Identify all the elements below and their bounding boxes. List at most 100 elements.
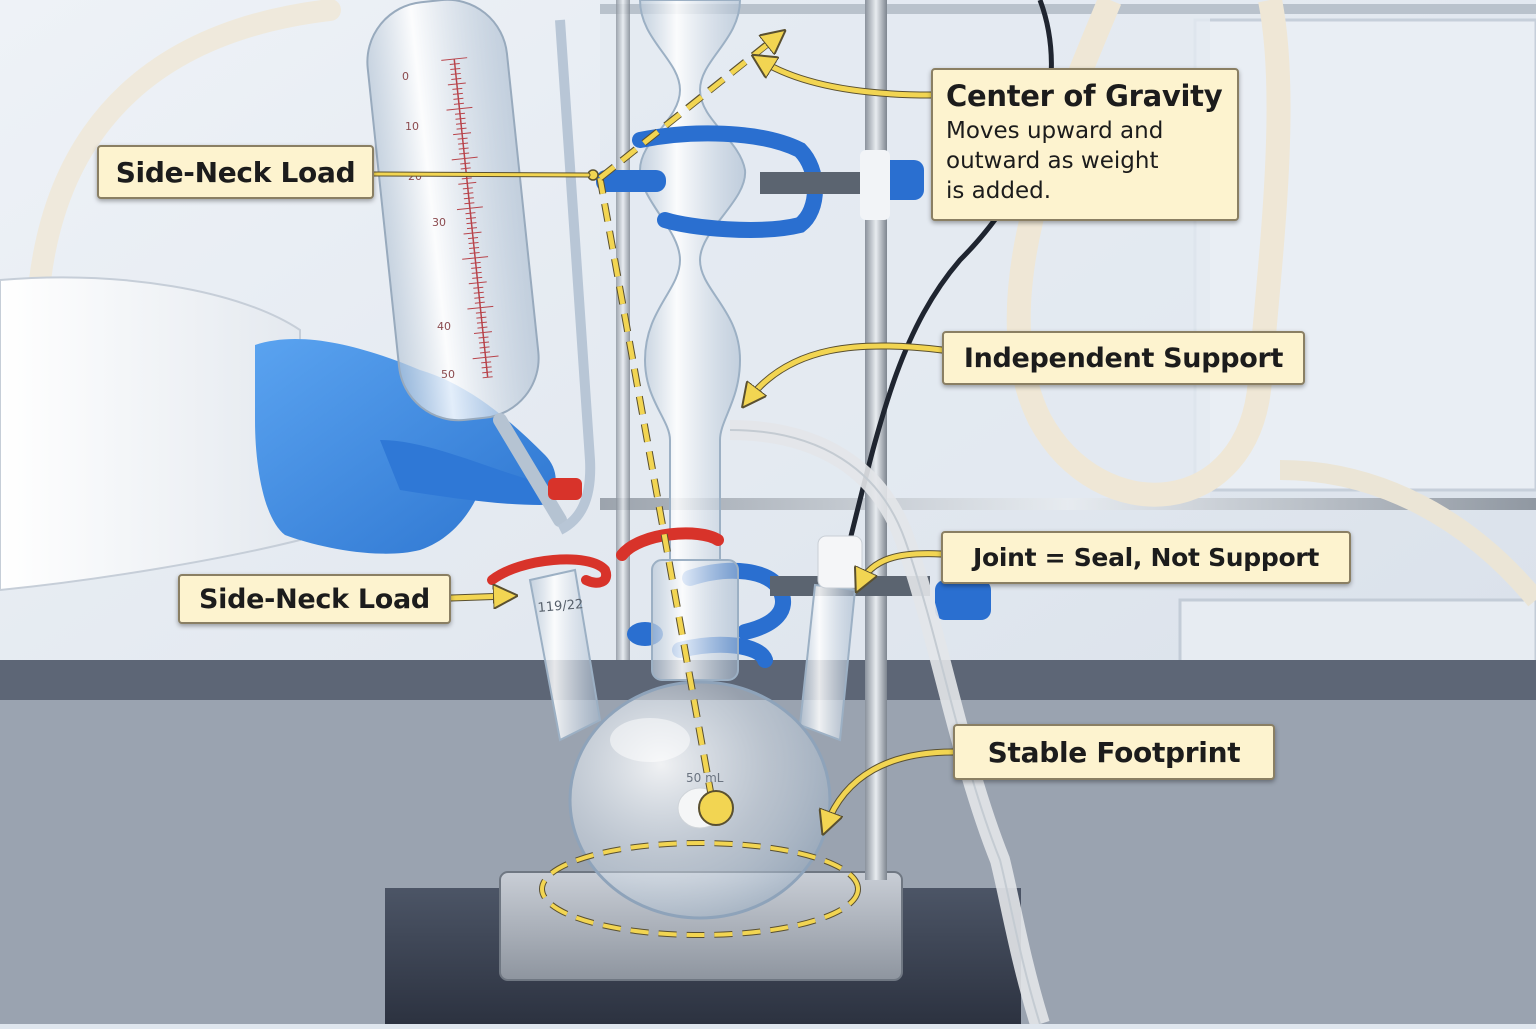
burette-tick	[452, 92, 463, 95]
burette-tick	[475, 311, 486, 314]
burette-tick	[454, 112, 466, 115]
burette-scale-label: 50	[441, 368, 455, 381]
cog-description-line: outward as weight	[946, 148, 1159, 174]
burette-tick	[467, 305, 494, 310]
burette-tick	[477, 326, 488, 329]
burette-scale-label: 10	[405, 120, 419, 133]
burette-tick	[463, 192, 474, 195]
joint-size-label: 119/22	[537, 597, 584, 616]
burette-tick	[447, 82, 466, 86]
clamp-boss-white	[860, 150, 890, 220]
burette-tick	[464, 202, 475, 205]
center-of-gravity-dot	[698, 790, 734, 826]
burette-tick	[471, 271, 482, 274]
burette-tick	[465, 212, 476, 215]
callout-leaders	[371, 60, 957, 826]
burette-tick	[469, 251, 480, 254]
burette-scale-label: 40	[437, 320, 451, 333]
burette-tick	[455, 117, 466, 120]
burette-tick	[472, 276, 483, 279]
burette-tick	[474, 296, 485, 299]
keck-clip-left	[487, 554, 612, 588]
burette-tick	[470, 261, 481, 264]
burette-tick	[460, 167, 471, 170]
burette-tick	[468, 281, 487, 285]
burette-tick	[481, 366, 492, 369]
burette-tick	[456, 206, 483, 211]
cog-description-line: Moves upward and	[946, 118, 1164, 144]
burette-tick	[453, 102, 464, 105]
cog-description-line: is added.	[946, 178, 1052, 204]
side-neck-load-callout-lower: Side-Neck Load	[178, 574, 451, 624]
background-tubing-left	[29, 0, 341, 291]
cog-dashed-line-diagonal-yellow	[598, 36, 778, 180]
lab-bench-top	[0, 660, 1536, 700]
burette-tick	[461, 177, 472, 180]
burette-stem	[493, 413, 567, 527]
burette-tick	[450, 67, 461, 71]
wall-rail-2	[600, 4, 1536, 14]
burette-tick	[455, 122, 467, 125]
burette-tick	[465, 217, 476, 220]
center-of-gravity-callout: Center of Gravity Moves upward and outwa…	[931, 68, 1239, 221]
lab-coat-sleeve	[0, 276, 301, 592]
burette-tick	[453, 97, 464, 100]
burette-tube	[366, 0, 540, 422]
glove-finger	[380, 440, 555, 505]
cog-dashed-line-vertical-yellow	[597, 177, 715, 801]
burette-tick	[473, 286, 484, 289]
burette-tick	[482, 376, 493, 379]
burette-tick	[478, 336, 489, 339]
support-rod-left	[616, 0, 630, 660]
burette-tick	[468, 237, 479, 240]
burette-tick	[450, 72, 461, 75]
burette-tick	[449, 62, 460, 66]
burette-tick	[473, 291, 484, 294]
joint-adapter-white	[817, 535, 863, 589]
keck-clip-center	[616, 527, 724, 561]
burette-tick	[458, 181, 477, 185]
burette-tick	[463, 197, 474, 200]
left-side-neck	[528, 568, 602, 742]
burette-tick	[471, 266, 482, 269]
clamp-knob-lower	[935, 580, 991, 620]
burette-tick	[452, 87, 463, 90]
burette-tick	[446, 106, 473, 111]
burette-tick	[451, 77, 462, 80]
burette-scale	[441, 57, 499, 379]
burette-scale-label: 0	[402, 70, 409, 83]
center-neck	[651, 559, 739, 681]
burette-tick	[481, 361, 492, 364]
burette-tick	[474, 301, 485, 304]
side-neck-load-callout-upper: Side-Neck Load	[97, 145, 374, 199]
independent-support-callout: Independent Support	[942, 331, 1305, 385]
burette-tick	[460, 162, 471, 165]
stopcock-red	[548, 478, 582, 500]
burette-tick	[453, 132, 472, 136]
footprint-ellipse-yellow	[540, 841, 860, 937]
burette-tick	[473, 331, 492, 334]
burette-tick	[462, 256, 489, 260]
burette-tick	[480, 351, 491, 354]
burette-tick	[458, 147, 469, 150]
flask-volume-label: 50 mL	[686, 771, 724, 785]
burette-tick	[466, 222, 477, 225]
center-of-gravity-description: Moves upward and outward as weight is ad…	[946, 116, 1225, 206]
background-tubing-far-right	[1279, 460, 1536, 607]
burette-tick	[468, 242, 479, 245]
burette-side-arm	[555, 19, 596, 535]
burette-tick	[459, 152, 470, 155]
burette-tick	[451, 156, 478, 161]
burette-tick	[472, 355, 499, 360]
burette-tick	[458, 142, 469, 145]
burette-tick	[466, 227, 478, 230]
burette-tick	[479, 346, 490, 349]
burette-scale-label: 30	[432, 216, 446, 229]
burette-tick	[441, 57, 468, 61]
burette-tick	[462, 187, 473, 190]
burette-tick	[457, 137, 468, 140]
burette-tick	[482, 371, 493, 374]
hose-front-edge	[729, 429, 1041, 1025]
